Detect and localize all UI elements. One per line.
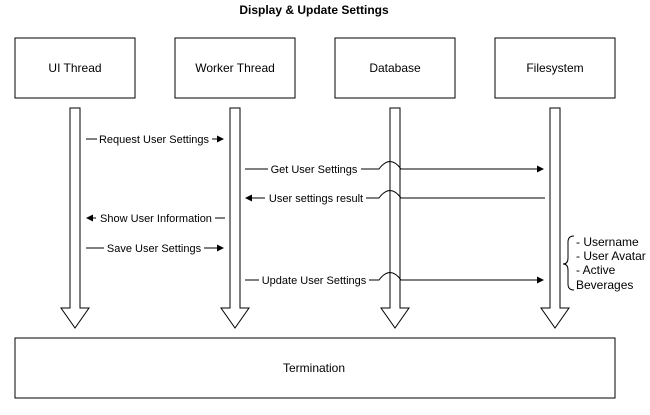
lifeline-filesystem <box>540 107 570 329</box>
participant-label-filesystem: Filesystem <box>526 61 583 75</box>
arrowhead-show-user-information <box>86 214 93 222</box>
message-label-update-user-settings: Update User Settings <box>262 275 367 287</box>
arrowhead-save-user-settings <box>217 244 224 252</box>
message-label-save-user-settings: Save User Settings <box>107 243 202 255</box>
note-brace <box>562 235 575 291</box>
lifeline-worker-thread <box>220 107 250 329</box>
arrowhead-get-user-settings <box>537 165 544 173</box>
arrowhead-user-settings-result <box>245 194 252 202</box>
note-line-active: - Active <box>576 263 616 277</box>
termination-box <box>14 337 616 399</box>
message-line-update-user-settings-hop <box>369 272 538 281</box>
message-label-request-user-settings: Request User Settings <box>99 134 210 146</box>
note-line-user-avatar: - User Avatar <box>576 249 646 263</box>
arrowhead-update-user-settings <box>537 276 544 284</box>
message-line-get-user-settings-hop <box>361 161 538 170</box>
message-label-get-user-settings: Get User Settings <box>271 164 358 176</box>
diagram-title: Display & Update Settings <box>239 3 389 17</box>
participant-box-ui-thread <box>14 37 136 99</box>
participant-label-ui-thread: UI Thread <box>48 61 101 75</box>
participant-label-worker-thread: Worker Thread <box>195 61 275 75</box>
participant-box-filesystem <box>494 37 616 99</box>
participant-label-database: Database <box>369 61 421 75</box>
termination-label: Termination <box>283 361 345 375</box>
message-label-show-user-information: Show User Information <box>100 213 212 225</box>
lifeline-database <box>380 107 410 329</box>
lifeline-ui-thread <box>60 107 90 329</box>
note-line-beverages: Beverages <box>576 278 633 292</box>
note-line-username: - Username <box>576 235 639 249</box>
message-line-user-settings-result-hop <box>366 190 545 199</box>
participant-box-worker-thread <box>174 37 296 99</box>
message-label-user-settings-result: User settings result <box>269 193 363 205</box>
arrowhead-request-user-settings <box>217 135 224 143</box>
participant-box-database <box>334 37 456 99</box>
